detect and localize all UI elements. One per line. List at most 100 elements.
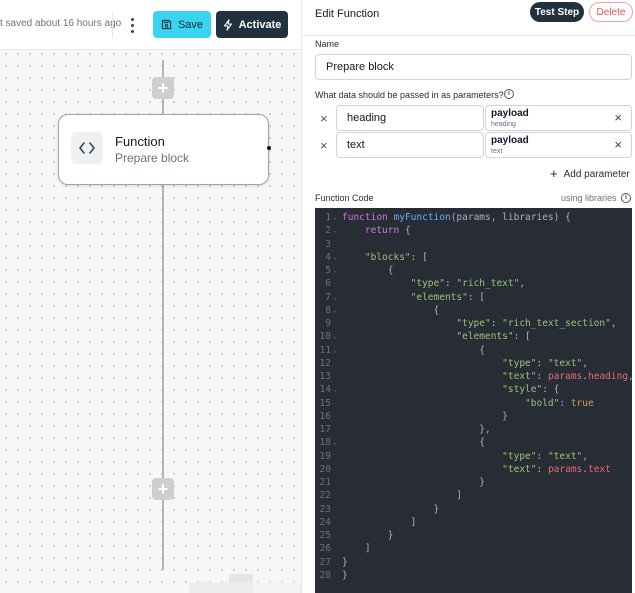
line-number: 6 bbox=[325, 278, 331, 290]
code-line: 6 "type": "rich_text", bbox=[315, 277, 632, 290]
save-button[interactable]: Save bbox=[153, 11, 211, 38]
line-number: 17 bbox=[319, 424, 331, 435]
minimap-fragment bbox=[253, 582, 301, 593]
code-line: 22 ] bbox=[315, 489, 632, 502]
code-line: 28} bbox=[315, 569, 632, 582]
line-number: 9 bbox=[325, 318, 331, 329]
code-line: 13 "text": params.heading, bbox=[315, 370, 632, 383]
code-text: } bbox=[342, 503, 440, 515]
code-text: } bbox=[342, 530, 394, 541]
fold-chevron-icon[interactable]: ⌄ bbox=[333, 345, 338, 354]
param-value-main: payload bbox=[491, 108, 529, 119]
line-number: 4 bbox=[325, 251, 331, 263]
workflow-canvas[interactable]: + Function Prepare block + t saved about… bbox=[0, 0, 301, 593]
fold-chevron-icon[interactable]: ⌄ bbox=[333, 226, 338, 235]
connector-line bbox=[162, 60, 164, 570]
fold-chevron-icon[interactable]: ⌄ bbox=[333, 292, 338, 301]
code-line: 23 } bbox=[315, 503, 632, 516]
add-step-button-bottom[interactable]: + bbox=[152, 478, 174, 500]
code-line: 9 "type": "rich_text_section", bbox=[315, 317, 632, 330]
param-value-select[interactable]: payload text × bbox=[485, 132, 632, 158]
clear-value-icon[interactable]: × bbox=[614, 110, 622, 125]
line-number: 21 bbox=[319, 477, 331, 488]
code-brackets-icon bbox=[71, 132, 103, 164]
code-text: } bbox=[342, 569, 348, 581]
toolbar-divider bbox=[112, 12, 113, 38]
code-text: } bbox=[342, 410, 508, 422]
code-line: 12 "type": "text", bbox=[315, 357, 632, 370]
vertical-dots-icon[interactable] bbox=[126, 14, 138, 36]
code-text: }, bbox=[342, 424, 491, 435]
code-editor[interactable]: 1⌄function myFunction(params, libraries)… bbox=[315, 208, 632, 593]
code-text: "elements": [ bbox=[410, 291, 486, 303]
line-number: 10 bbox=[319, 331, 331, 343]
fold-chevron-icon[interactable]: ⌄ bbox=[333, 305, 338, 314]
line-number: 20 bbox=[319, 463, 331, 475]
add-step-button-top[interactable]: + bbox=[152, 77, 174, 99]
line-number: 22 bbox=[319, 490, 331, 502]
param-key-input[interactable]: heading bbox=[336, 105, 484, 131]
minimap-fragment bbox=[229, 574, 253, 582]
floppy-disk-icon bbox=[161, 19, 172, 30]
add-parameter-label: Add parameter bbox=[563, 169, 630, 180]
code-text: "type": "text", bbox=[502, 357, 588, 369]
info-icon[interactable]: i bbox=[504, 89, 514, 99]
line-number: 7 bbox=[325, 291, 331, 303]
param-value-select[interactable]: payload heading × bbox=[485, 105, 632, 131]
clear-value-icon[interactable]: × bbox=[614, 137, 622, 152]
code-text: ] bbox=[342, 516, 417, 528]
code-line: 24 ] bbox=[315, 516, 632, 529]
line-number: 14 bbox=[319, 384, 331, 396]
code-line: 19 "type": "text", bbox=[315, 450, 632, 463]
activate-button[interactable]: Activate bbox=[216, 11, 288, 38]
code-line: 14⌄ "style": { bbox=[315, 383, 632, 396]
fold-chevron-icon[interactable]: ⌄ bbox=[333, 385, 338, 394]
code-line: 25 } bbox=[315, 529, 632, 542]
remove-param-icon[interactable]: × bbox=[320, 111, 328, 126]
fold-chevron-icon[interactable]: ⌄ bbox=[333, 332, 338, 341]
code-text: ] bbox=[342, 490, 463, 502]
fold-chevron-icon[interactable]: ⌄ bbox=[333, 213, 338, 221]
code-text: } bbox=[342, 556, 348, 568]
code-line: 27} bbox=[315, 556, 632, 569]
param-key-input[interactable]: text bbox=[336, 132, 484, 158]
using-libraries-link[interactable]: using libraries bbox=[561, 193, 617, 203]
node-output-handle[interactable] bbox=[267, 146, 271, 150]
name-label: Name bbox=[315, 39, 340, 49]
line-number: 26 bbox=[319, 543, 331, 555]
function-node[interactable]: Function Prepare block bbox=[58, 114, 269, 185]
name-input[interactable]: Prepare block bbox=[315, 54, 632, 80]
fold-chevron-icon[interactable]: ⌄ bbox=[333, 266, 338, 274]
line-number: 28 bbox=[319, 569, 331, 581]
code-line: 8⌄ { bbox=[315, 304, 632, 317]
code-text: { bbox=[342, 304, 440, 316]
fold-chevron-icon[interactable]: ⌄ bbox=[333, 438, 338, 447]
line-number: 13 bbox=[319, 371, 331, 382]
code-text: "type": "text", bbox=[502, 450, 588, 462]
add-parameter-button[interactable]: +Add parameter bbox=[550, 166, 630, 181]
code-line: 11⌄ { bbox=[315, 344, 632, 357]
lightning-bolt-icon bbox=[223, 18, 232, 31]
code-text: "blocks": [ bbox=[364, 251, 428, 263]
code-line: 7⌄ "elements": [ bbox=[315, 291, 632, 304]
code-text: "text": params.heading, bbox=[502, 371, 632, 382]
line-number: 2 bbox=[325, 225, 331, 237]
code-line: 10⌄ "elements": [ bbox=[315, 330, 632, 343]
params-label: What data should be passed in as paramet… bbox=[315, 90, 504, 100]
code-text: "style": { bbox=[502, 384, 560, 396]
info-icon[interactable]: i bbox=[621, 193, 631, 203]
line-number: 5 bbox=[325, 265, 331, 276]
code-line: 5⌄ { bbox=[315, 264, 632, 277]
line-number: 24 bbox=[319, 516, 331, 528]
test-step-button[interactable]: Test Step bbox=[530, 2, 584, 22]
remove-param-icon[interactable]: × bbox=[320, 138, 328, 153]
fold-chevron-icon[interactable]: ⌄ bbox=[333, 252, 338, 261]
code-line: 26 ] bbox=[315, 542, 632, 555]
save-label: Save bbox=[177, 18, 204, 31]
code-line: 18⌄ { bbox=[315, 436, 632, 449]
param-value-main: payload bbox=[491, 135, 529, 146]
code-line: 1⌄function myFunction(params, libraries)… bbox=[315, 211, 632, 224]
param-value-sub: text bbox=[491, 148, 503, 155]
line-number: 25 bbox=[319, 530, 331, 541]
delete-button[interactable]: Delete bbox=[589, 2, 633, 22]
